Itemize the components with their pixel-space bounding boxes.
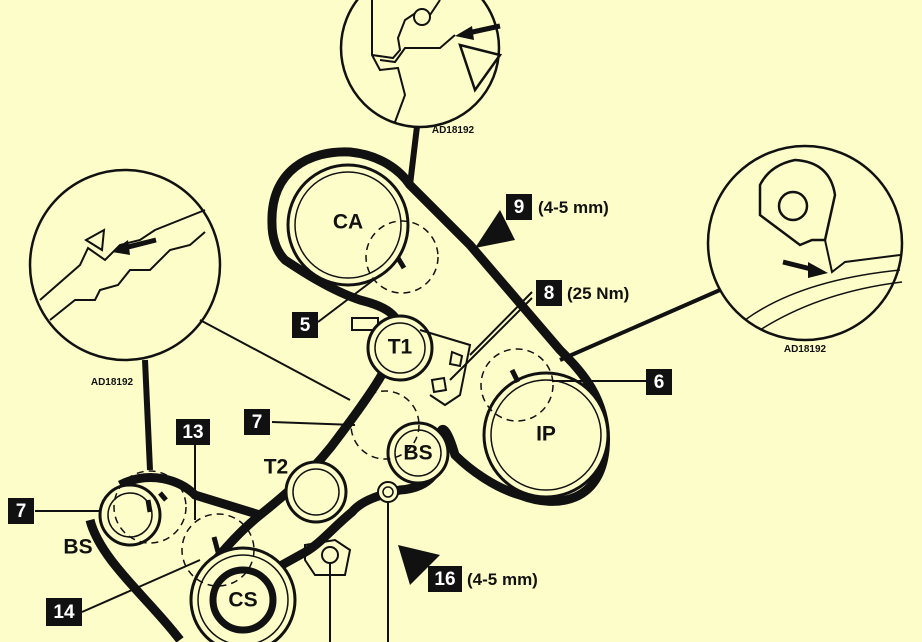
spec-tension-bottom: (4-5 mm) <box>467 570 538 589</box>
callout-5: 5 <box>292 312 318 338</box>
tension-arrow-bottom <box>398 545 440 585</box>
timing-mark-circle-camshaft <box>365 220 439 294</box>
timing-mark-ip <box>509 368 521 384</box>
leader-lines <box>35 274 646 613</box>
svg-text:6: 6 <box>654 372 665 393</box>
pulley-tensioner-t1 <box>351 314 434 382</box>
pulley-label-bs-upper: BS <box>403 442 432 465</box>
timing-mark-camshaft <box>395 256 407 270</box>
spec-tension-top: (4-5 mm) <box>538 198 609 217</box>
pulley-injection-pump <box>482 371 610 499</box>
timing-mark-circle-ip <box>480 348 554 422</box>
pulley-crankshaft <box>189 546 297 642</box>
detail-view-camshaft <box>339 0 503 186</box>
svg-text:7: 7 <box>16 501 27 522</box>
callout-13: 13 <box>176 419 210 445</box>
timing-mark-circle-mid <box>350 390 420 460</box>
callout-8: 8 <box>536 280 562 306</box>
ref-code-left: AD18192 <box>91 377 134 388</box>
pulley-label-t2: T2 <box>264 456 289 479</box>
timing-mark-circle-cs <box>181 513 255 587</box>
pulley-label-camshaft: CA <box>333 211 363 234</box>
tensioner-bracket <box>419 329 472 407</box>
svg-text:13: 13 <box>182 422 203 443</box>
callout-14: 14 <box>46 598 82 626</box>
svg-text:14: 14 <box>53 602 75 623</box>
timing-mark-circle-bs-left <box>113 470 187 544</box>
pulley-camshaft <box>286 163 410 287</box>
callout-9: 9 <box>506 194 532 220</box>
pulley-label-t1: T1 <box>388 336 413 359</box>
ref-code-top: AD18192 <box>432 125 475 136</box>
ref-code-right: AD18192 <box>784 344 827 355</box>
pulley-label-bs-left: BS <box>63 536 92 559</box>
svg-text:16: 16 <box>434 569 455 590</box>
svg-text:5: 5 <box>300 315 311 336</box>
tensioner-lower-bracket <box>304 538 352 642</box>
pulley-label-cs: CS <box>228 589 257 612</box>
bolt-idler <box>377 481 399 503</box>
callout-7-mid: 7 <box>244 409 270 435</box>
tension-arrow-top <box>475 210 515 248</box>
svg-text:8: 8 <box>544 283 555 304</box>
svg-text:7: 7 <box>252 412 263 433</box>
spec-torque: (25 Nm) <box>567 284 629 303</box>
callout-7-left: 7 <box>8 498 34 524</box>
detail-view-balance-shaft <box>28 168 222 471</box>
callout-6: 6 <box>646 369 672 395</box>
pulley-idler-t2 <box>284 460 348 524</box>
detail-view-injection-pump <box>559 144 904 362</box>
pulley-label-ip: IP <box>536 423 556 446</box>
svg-text:9: 9 <box>514 197 525 218</box>
callout-16: 16 <box>428 566 462 592</box>
pulley-balance-shaft-left <box>98 483 162 547</box>
